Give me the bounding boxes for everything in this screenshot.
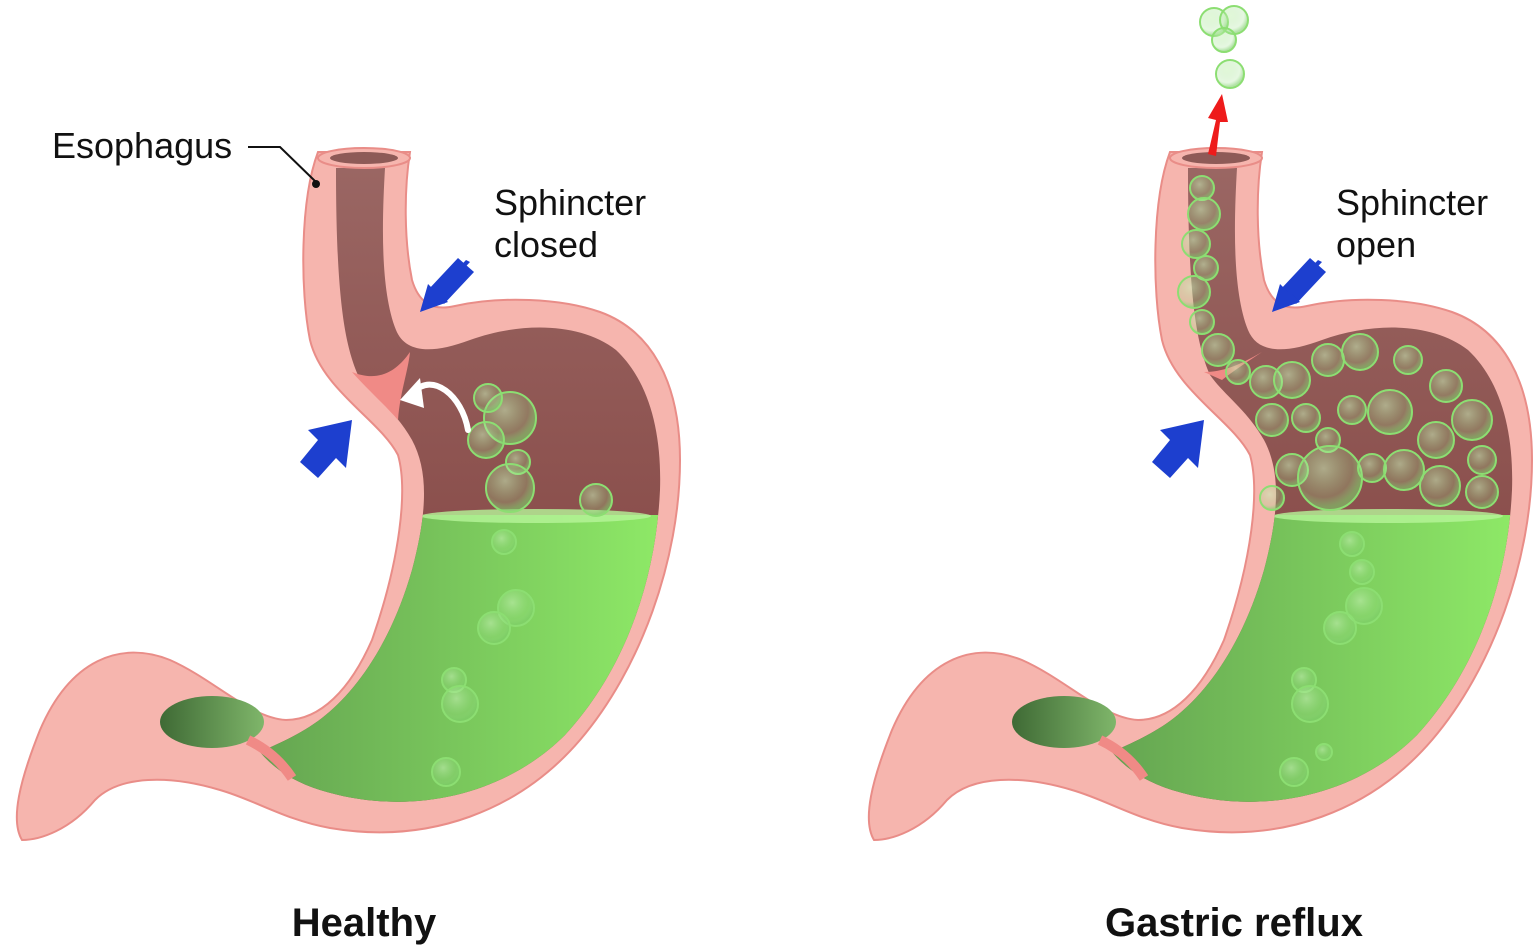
blue-arrow-icon (300, 420, 352, 478)
pylorus-opening (160, 696, 264, 748)
sphincter-label-line2: closed (494, 224, 598, 265)
esophagus-marker (312, 180, 320, 188)
pylorus-opening (1012, 696, 1116, 748)
blue-arrow-icon (1272, 258, 1326, 312)
bubbles-healthy (431, 383, 613, 787)
esophagus-label: Esophagus (52, 125, 232, 166)
sphincter-open (1204, 352, 1262, 380)
sphincter-label-line1: Sphincter (1336, 182, 1488, 223)
panel-title-gastric-reflux: Gastric reflux (1105, 901, 1363, 945)
panel-gastric-reflux: Sphincter open Gastric reflux (867, 5, 1533, 945)
panel-healthy: Esophagus Sphincter closed Healthy (15, 125, 681, 945)
blue-arrow-icon (1152, 420, 1204, 478)
sphincter-label-line1: Sphincter (494, 182, 646, 223)
sphincter-label-line2: open (1336, 224, 1416, 265)
blue-arrow-icon (420, 258, 474, 312)
sphincter-closed (352, 352, 410, 420)
panel-title-healthy: Healthy (292, 901, 437, 945)
white-curved-arrow-icon (400, 378, 471, 433)
escaping-bubbles (1199, 5, 1249, 89)
red-arrow-icon (1208, 94, 1228, 156)
esophagus-leader-line (248, 146, 317, 183)
bubbles-reflux (1177, 175, 1499, 787)
